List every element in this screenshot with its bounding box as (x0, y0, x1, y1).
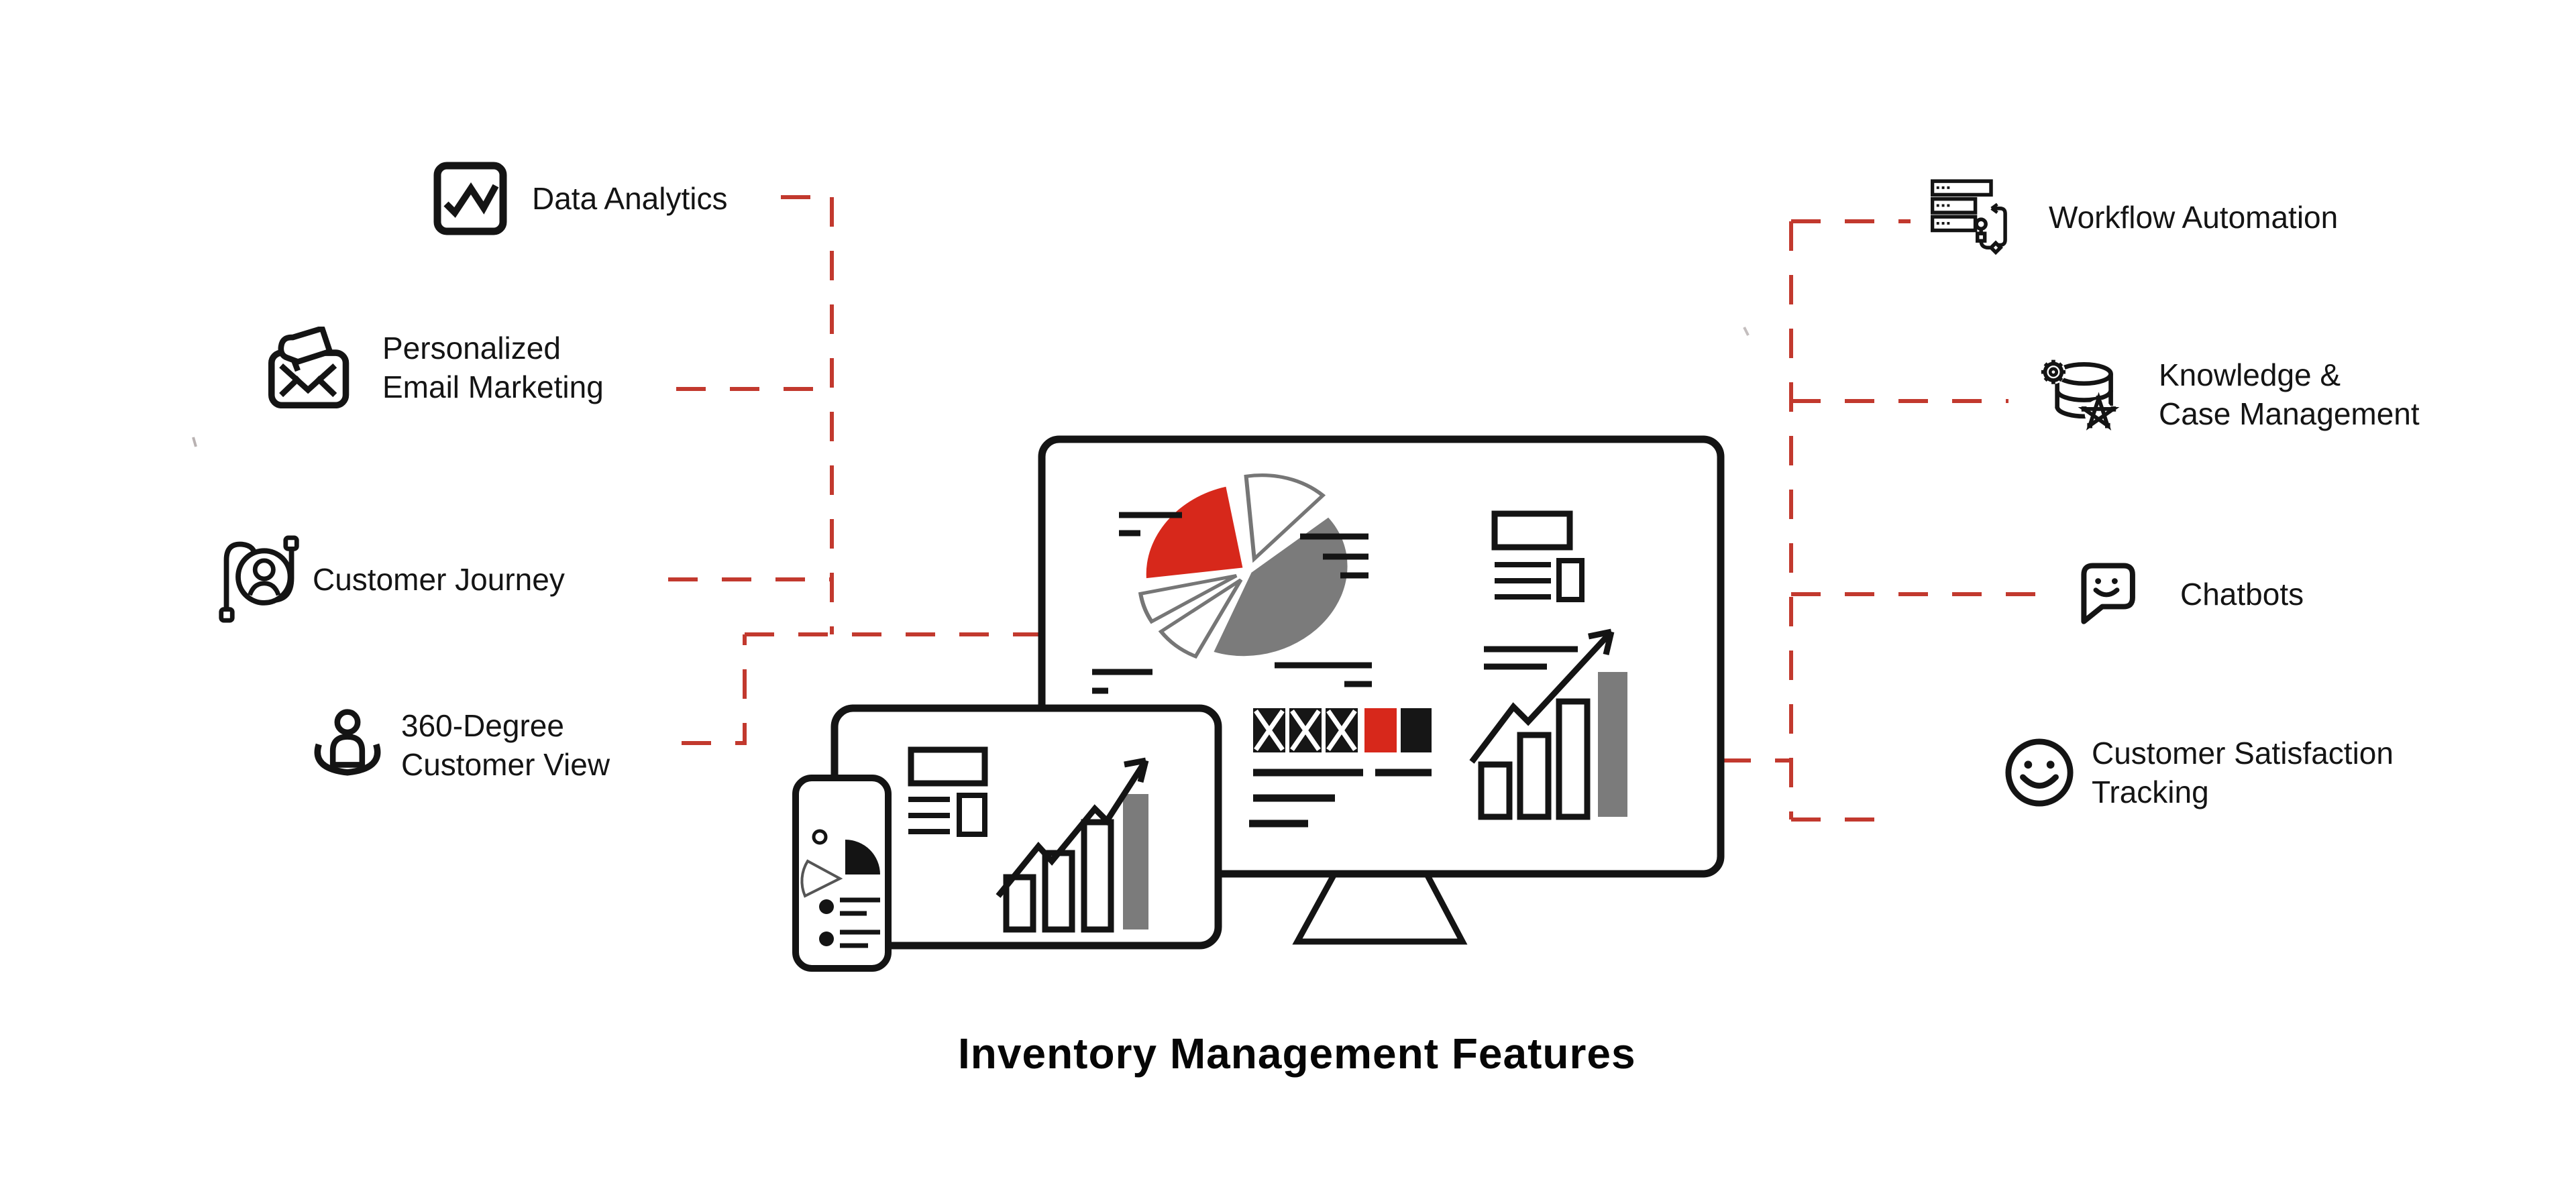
feature-360-customer-view: 360-Degree Customer View (310, 706, 610, 785)
person-360-icon (310, 707, 385, 783)
monitor-bar-chart (1469, 628, 1627, 820)
feature-text: Tracking (2092, 775, 2209, 809)
feature-text: Personalized (382, 331, 561, 365)
phone-dot (812, 829, 828, 845)
email-megaphone-icon (268, 327, 353, 408)
stray-mark-right (1743, 327, 1750, 336)
phone-gauge-light (800, 859, 843, 898)
bar-gray (1123, 794, 1148, 929)
feature-text: 360-Degree (401, 708, 564, 743)
connector-lines (668, 195, 2049, 822)
monitor-pie-chart (1138, 473, 1348, 659)
feature-data-analytics: Data Analytics (433, 161, 727, 236)
page-title: Inventory Management Features (958, 1029, 1636, 1078)
pie-accent-lines (1092, 512, 1372, 694)
line-chart-icon (433, 161, 508, 236)
feature-satisfaction-tracking: Customer Satisfaction Tracking (2004, 736, 2394, 809)
feature-text: Customer Journey (313, 562, 565, 597)
pie-slice-gray (1214, 517, 1348, 657)
tablet-content-blocks (908, 746, 988, 837)
pie-slice-small-2 (1138, 573, 1238, 624)
bar-gray (1598, 672, 1627, 817)
feature-label: Data Analytics (532, 179, 727, 218)
feature-label: Customer Satisfaction Tracking (2092, 734, 2394, 811)
feature-customer-journey: Customer Journey (216, 535, 565, 624)
pie-slice-white (1244, 473, 1326, 563)
feature-knowledge-case-management: Knowledge & Case Management (2037, 354, 2420, 435)
tablet (830, 704, 1222, 950)
progress-cell-red (1364, 708, 1397, 752)
feature-label: Customer Journey (313, 560, 565, 599)
phone-screen (792, 775, 892, 972)
feature-label: Chatbots (2180, 575, 2304, 614)
customer-journey-icon (216, 535, 303, 624)
feature-text: Chatbots (2180, 577, 2304, 612)
phone-gauge-dark (845, 840, 880, 874)
workflow-automation-icon (1931, 179, 2008, 256)
progress-cells (1253, 708, 1432, 752)
phone (792, 775, 892, 972)
knowledge-base-icon (2037, 355, 2121, 434)
tablet-bar-chart (996, 757, 1149, 933)
growth-arrow (1469, 629, 1614, 764)
feature-text: Workflow Automation (2049, 200, 2339, 235)
monitor-stand (1292, 867, 1468, 945)
feature-email-marketing: Personalized Email Marketing (268, 326, 604, 409)
phone-bullet-list (819, 897, 880, 948)
pie-slice-small-1 (1158, 578, 1243, 659)
chatbot-icon (2076, 563, 2137, 626)
feature-label: Workflow Automation (2049, 198, 2338, 237)
progress-text-lines (1249, 769, 1432, 828)
feature-text: Case Management (2159, 396, 2420, 431)
feature-text: Knowledge & (2159, 357, 2341, 392)
feature-text: Data Analytics (532, 181, 728, 216)
stray-mark-left (192, 437, 197, 447)
monitor-progress-strip (1249, 708, 1432, 828)
feature-label: 360-Degree Customer View (401, 706, 610, 784)
growth-arrow (996, 758, 1148, 898)
connector-360-view (682, 634, 747, 745)
feature-text: Email Marketing (382, 370, 604, 404)
feature-label: Knowledge & Case Management (2159, 355, 2420, 433)
pie-slice-red (1146, 486, 1243, 579)
feature-chatbots: Chatbots (2076, 563, 2304, 625)
progress-cell-black (1401, 708, 1432, 752)
feature-label: Personalized Email Marketing (382, 329, 604, 406)
feature-text: Customer Satisfaction (2092, 736, 2394, 771)
feature-workflow-automation: Workflow Automation (1931, 179, 2338, 256)
feature-text: Customer View (401, 747, 610, 782)
smiley-icon (2004, 738, 2074, 807)
monitor-content-blocks (1491, 510, 1585, 602)
